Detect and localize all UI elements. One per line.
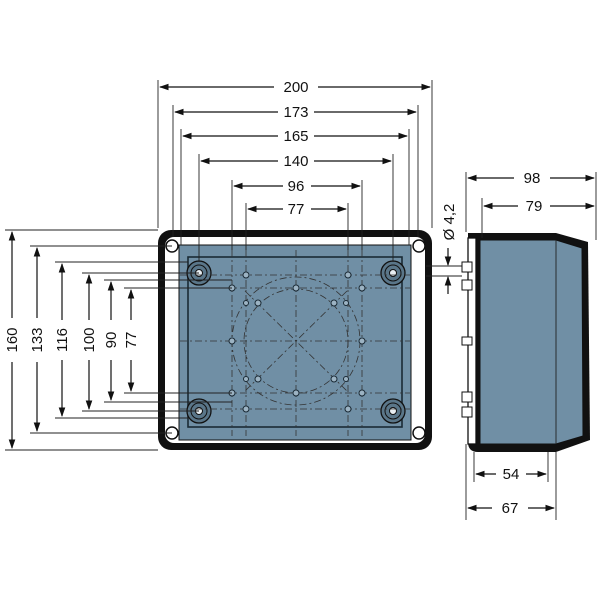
side-top-dimensions: 98 79 <box>465 170 597 240</box>
side-face <box>479 239 584 445</box>
dim-width-173: 173 <box>283 104 308 121</box>
side-clips <box>461 261 473 418</box>
dim-side-67: 67 <box>502 500 519 517</box>
dim-height-160: 160 <box>4 327 21 352</box>
dim-width-140: 140 <box>283 153 308 170</box>
dim-height-77: 77 <box>123 332 140 349</box>
dim-width-96: 96 <box>288 178 305 195</box>
dim-depth-98: 98 <box>524 170 541 187</box>
pattern-holes <box>228 271 366 413</box>
dim-height-116: 116 <box>54 328 71 352</box>
dim-height-100: 100 <box>81 327 98 352</box>
front-view: 200 173 165 140 96 77 <box>4 79 462 451</box>
dim-height-90: 90 <box>103 332 120 349</box>
dim-width-165: 165 <box>283 128 308 145</box>
height-dimensions: 160 133 116 100 90 77 <box>4 229 232 451</box>
hole-dimension: Ø 4,2 <box>426 204 462 294</box>
dim-width-77: 77 <box>288 201 305 218</box>
dim-height-133: 133 <box>29 327 46 352</box>
cover-panel <box>178 244 412 441</box>
dim-side-54: 54 <box>503 466 520 483</box>
width-dimensions: 200 173 165 140 96 77 <box>157 79 433 262</box>
side-view: 98 79 54 67 <box>461 170 597 520</box>
dim-depth-79: 79 <box>526 198 543 215</box>
side-bottom-dimensions: 54 67 <box>465 444 557 520</box>
dim-width-200: 200 <box>283 79 308 96</box>
mounting-frame <box>187 256 403 428</box>
dim-hole-diameter: Ø 4,2 <box>441 204 458 241</box>
